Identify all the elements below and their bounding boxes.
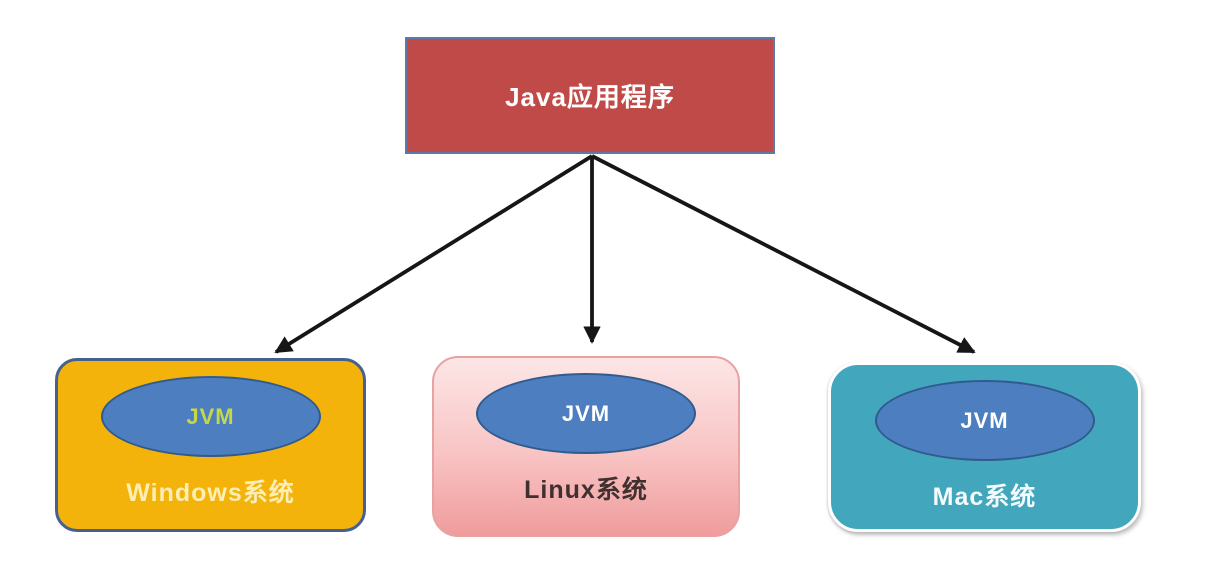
linux-node-label: Linux系统	[524, 476, 648, 504]
mac-node: JVM Mac系统	[828, 362, 1141, 532]
jvm-ellipse-mac: JVM	[874, 380, 1095, 461]
linux-node: JVM Linux系统	[432, 356, 740, 537]
jvm-label-windows: JVM	[186, 403, 235, 429]
jvm-ellipse-linux: JVM	[476, 373, 696, 454]
mac-node-label: Mac系统	[932, 483, 1037, 511]
windows-node: JVM Windows系统	[55, 358, 366, 532]
arrow-to-mac	[591, 154, 976, 354]
jvm-label-mac: JVM	[960, 407, 1009, 433]
java-application-node: Java应用程序	[405, 37, 775, 154]
windows-node-label: Windows系统	[126, 479, 295, 507]
jvm-label-linux: JVM	[561, 400, 611, 426]
java-application-label: Java应用程序	[505, 82, 675, 112]
jvm-ellipse-windows: JVM	[100, 376, 321, 457]
arrow-to-windows	[274, 154, 594, 354]
